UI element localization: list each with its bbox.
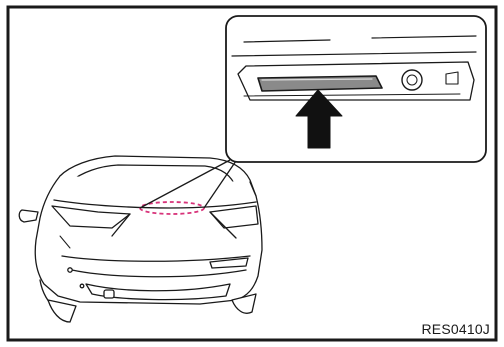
reflector-left (80, 284, 84, 288)
tailgate-opener-switch (258, 76, 382, 91)
rear-fog-light (68, 268, 72, 272)
rear-camera-lens (407, 75, 417, 85)
wheel-left (48, 300, 76, 322)
suv-rear-view (19, 156, 262, 322)
side-mirror (19, 210, 38, 222)
exhaust-port (104, 290, 114, 298)
reference-code: RES0410J (421, 321, 490, 337)
